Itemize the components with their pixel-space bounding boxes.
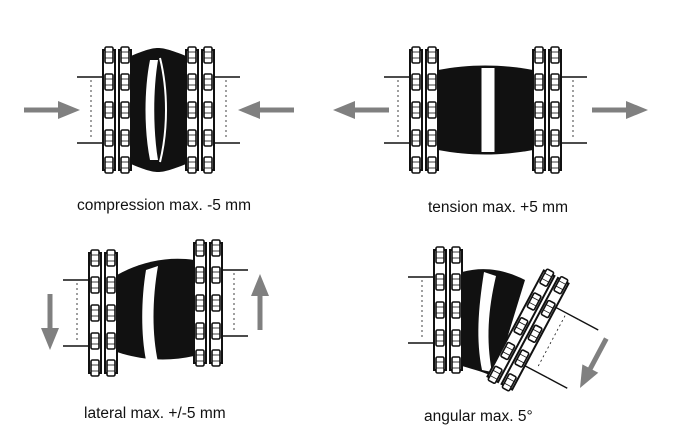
caption-lateral: lateral max. +/-5 mm (84, 405, 226, 422)
tension-arrow-right-icon (592, 101, 648, 119)
caption-angular: angular max. 5° (424, 408, 533, 425)
lateral-arrow-up-icon (251, 274, 269, 330)
compression-arrow-left-icon (238, 101, 294, 119)
tension-arrow-left-icon (333, 101, 389, 119)
lateral-arrow-down-icon (41, 294, 59, 350)
angular-joint-icon (407, 247, 599, 415)
angular-arrow-icon (572, 334, 615, 393)
tension-joint-icon (383, 47, 588, 173)
compression-joint-icon (76, 47, 241, 173)
caption-compression: compression max. -5 mm (77, 197, 251, 214)
compression-arrow-right-icon (24, 101, 80, 119)
lateral-joint-icon (62, 240, 249, 376)
caption-tension: tension max. +5 mm (428, 199, 568, 216)
